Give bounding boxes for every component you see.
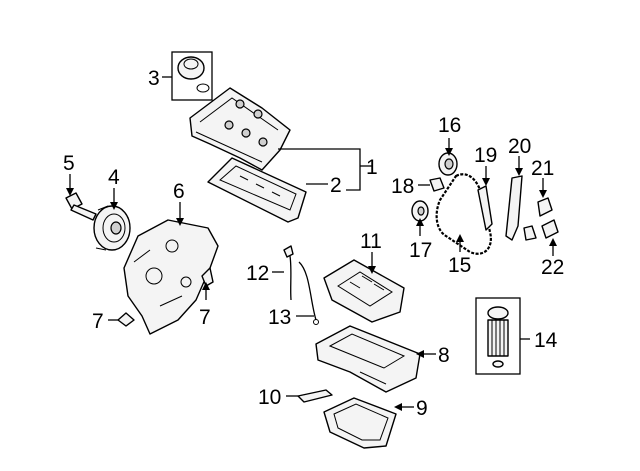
callout-21: 21 (531, 157, 554, 180)
callout-4: 4 (108, 166, 120, 189)
callout-8: 8 (438, 344, 450, 367)
oil-filler-cap (171, 51, 213, 101)
callout-15: 15 (448, 254, 471, 277)
oil-sump (323, 397, 397, 449)
valve-cover (189, 87, 291, 171)
callout-2: 2 (330, 174, 342, 197)
oil-pan (315, 325, 421, 393)
chain-tensioner (429, 177, 445, 192)
crank-bolt (65, 192, 97, 221)
leader-lines (66, 76, 557, 411)
callout-11: 11 (360, 230, 382, 253)
timing-cover-seal-right (201, 267, 214, 287)
oil-filter (475, 297, 521, 375)
valve-cover-gasket (207, 157, 307, 223)
callout-10: 10 (258, 386, 281, 409)
idler-pulley (438, 152, 458, 176)
dipstick (283, 245, 294, 301)
callout-3: 3 (148, 67, 160, 90)
callout-labels: 1 2 3 4 5 6 7 7 8 9 10 11 12 13 14 15 16… (63, 67, 564, 420)
timing-chain (435, 173, 492, 255)
chain-guide-20 (505, 175, 523, 241)
callout-22: 22 (541, 256, 564, 279)
callout-13: 13 (268, 306, 291, 329)
chain-guide-19 (477, 185, 493, 231)
oil-pan-upper (323, 259, 405, 323)
callout-18: 18 (391, 175, 414, 198)
crankshaft-pulley (93, 205, 131, 251)
tensioner-bracket-21 (537, 197, 553, 217)
oil-pan-bracket (297, 389, 333, 403)
timing-cover (123, 219, 219, 335)
callout-5: 5 (63, 152, 75, 175)
callout-7a: 7 (92, 310, 104, 333)
callout-20: 20 (508, 135, 531, 158)
callout-7b: 7 (199, 306, 211, 329)
callout-6: 6 (173, 180, 185, 203)
dipstick-tube (298, 261, 319, 325)
crank-sprocket (411, 200, 429, 222)
callout-12: 12 (246, 262, 269, 285)
callout-9: 9 (416, 397, 428, 420)
timing-cover-seal-left (117, 312, 135, 327)
tensioner-bracket-22 (523, 219, 559, 241)
callout-14: 14 (534, 329, 558, 352)
callout-16: 16 (438, 114, 461, 137)
callout-17: 17 (409, 239, 432, 262)
callout-19: 19 (474, 144, 497, 167)
callout-1: 1 (366, 156, 378, 179)
